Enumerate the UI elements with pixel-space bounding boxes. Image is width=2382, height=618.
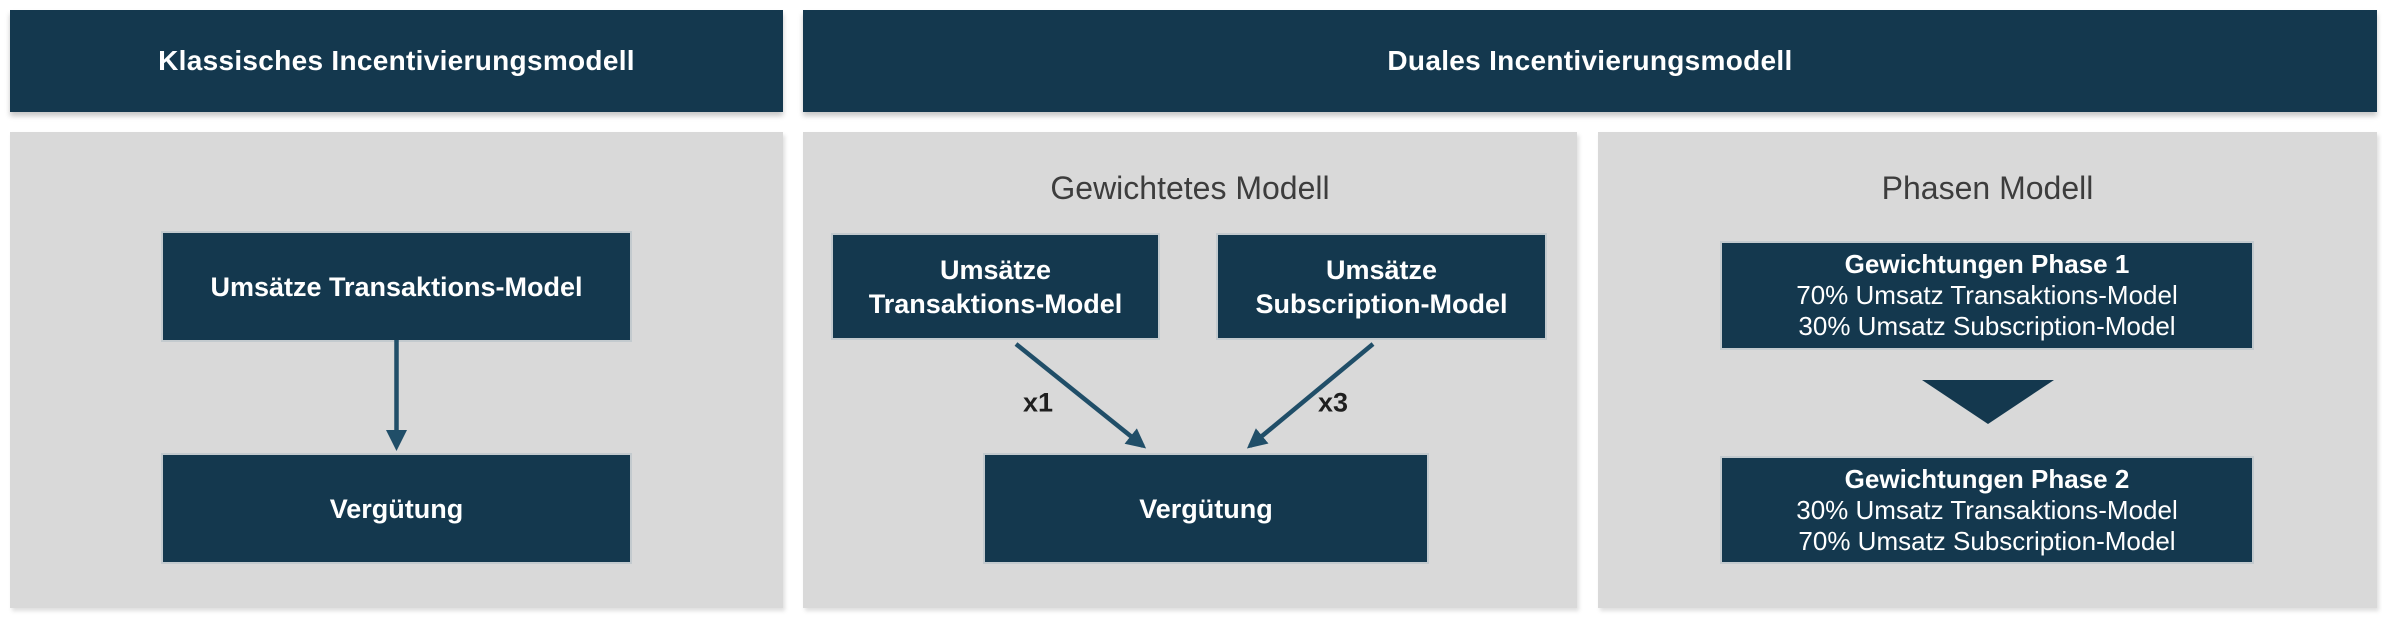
classic-transactions-box-label: Umsätze Transaktions-Model bbox=[210, 271, 583, 302]
weighted-model-title: Gewichtetes Modell bbox=[1050, 170, 1330, 206]
phase-model-panel: Phasen Modell Gewichtungen Phase 1 70% U… bbox=[1598, 132, 2377, 608]
classic-transactions-box: Umsätze Transaktions-Model bbox=[163, 233, 630, 340]
phase1-weights-box: Gewichtungen Phase 1 70% Umsatz Transakt… bbox=[1722, 243, 2252, 348]
phase-model-title: Phasen Modell bbox=[1881, 170, 2094, 206]
dual-model-header: Duales Incentivierungsmodell bbox=[803, 10, 2377, 112]
weight-factor-x1-label: x1 bbox=[1022, 387, 1054, 418]
weighted-transactions-box: Umsätze Transaktions-Model bbox=[833, 235, 1158, 338]
phase2-weights-box-line1: 30% Umsatz Transaktions-Model bbox=[1796, 494, 2178, 525]
classic-result-box-label: Vergütung bbox=[329, 493, 464, 524]
weight-factor-x3-label: x3 bbox=[1317, 387, 1349, 418]
weighted-subscription-box: Umsätze Subscription-Model bbox=[1218, 235, 1545, 338]
phase1-weights-box-line1: 70% Umsatz Transaktions-Model bbox=[1796, 280, 2178, 310]
classic-model-header-title: Klassisches Incentivierungsmodell bbox=[158, 45, 635, 76]
weighted-transactions-box-line2: Transaktions-Model bbox=[868, 288, 1123, 319]
weighted-transactions-box-line1: Umsätze bbox=[939, 254, 1052, 285]
phase2-weights-box-line2: 70% Umsatz Subscription-Model bbox=[1798, 525, 2176, 556]
classic-model-panel: Umsätze Transaktions-Model Vergütung bbox=[10, 132, 783, 608]
dual-model-header-title: Duales Incentivierungsmodell bbox=[1387, 45, 1793, 76]
classic-model-header: Klassisches Incentivierungsmodell bbox=[10, 10, 783, 112]
down-triangle-arrow bbox=[1922, 380, 2054, 424]
phase2-weights-box-title: Gewichtungen Phase 2 bbox=[1844, 463, 2130, 494]
weighted-subscription-box-line2: Subscription-Model bbox=[1255, 288, 1508, 319]
phase1-weights-box-line2: 30% Umsatz Subscription-Model bbox=[1798, 311, 2176, 341]
phase2-weights-box: Gewichtungen Phase 2 30% Umsatz Transakt… bbox=[1722, 458, 2252, 562]
weighted-subscription-box-line1: Umsätze bbox=[1325, 254, 1438, 285]
weighted-result-box: Vergütung bbox=[985, 455, 1427, 562]
phase1-weights-box-title: Gewichtungen Phase 1 bbox=[1844, 249, 2130, 279]
weighted-model-panel: Gewichtetes Modell Umsätze Transaktions-… bbox=[803, 132, 1577, 608]
weighted-result-box-label: Vergütung bbox=[1139, 493, 1273, 524]
classic-result-box: Vergütung bbox=[163, 455, 630, 562]
